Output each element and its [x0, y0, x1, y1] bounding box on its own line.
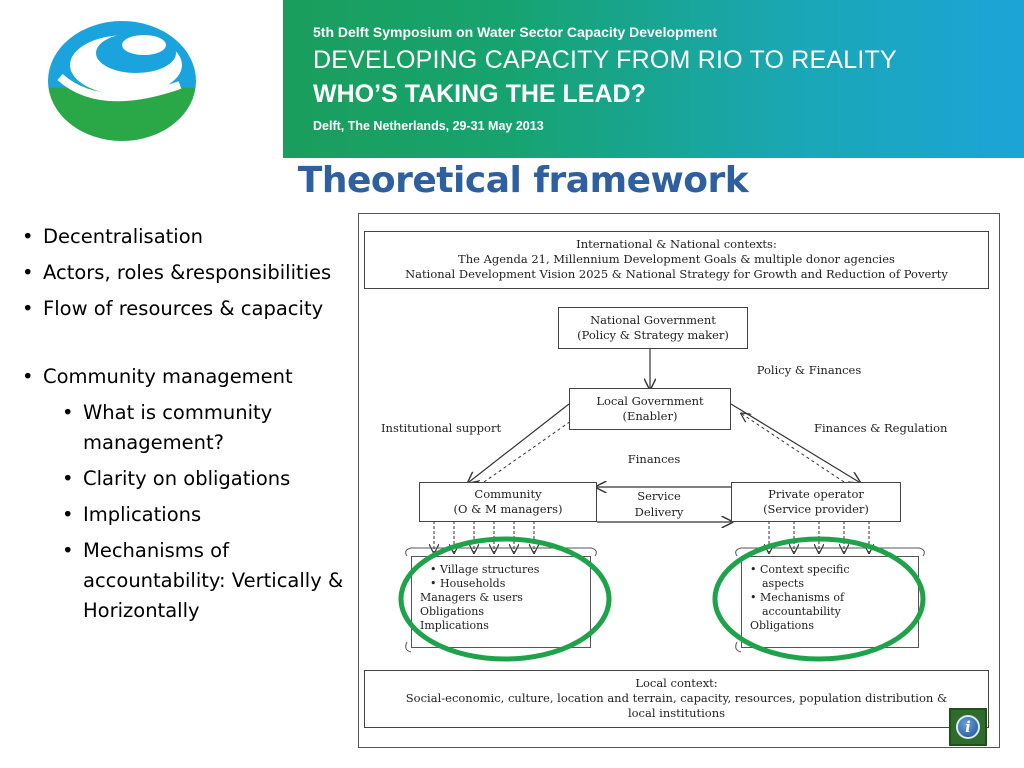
local-context-box: Local context: Social-economic, culture,… — [364, 670, 989, 728]
service-delivery-label: Service Delivery — [634, 489, 684, 519]
sub-bullet-item: Clarity on obligations — [22, 464, 357, 494]
bullet-item: Decentralisation — [22, 222, 357, 252]
banner-headline: DEVELOPING CAPACITY FROM RIO TO REALITY — [313, 46, 897, 74]
private-obligations-scroll: • Context specific aspects • Mechanisms … — [741, 556, 919, 648]
community-obligations-scroll: • Village structures • Households Manage… — [411, 556, 591, 648]
international-national-context-box: International & National contexts: The A… — [364, 231, 989, 289]
bullet-item: Flow of resources & capacity — [22, 294, 357, 324]
bullet-list: Decentralisation Actors, roles &responsi… — [22, 222, 357, 632]
sub-bullet-item: What is community management? — [22, 398, 357, 458]
finances-regulation-label: Finances & Regulation — [814, 421, 948, 435]
finances-label: Finances — [627, 452, 681, 466]
symposium-banner: 5th Delft Symposium on Water Sector Capa… — [283, 0, 1024, 158]
local-government-box: Local Government (Enabler) — [569, 388, 731, 430]
framework-diagram: i International & National contexts: The… — [358, 213, 1000, 748]
bullet-item: Community management — [22, 362, 357, 392]
sub-bullet-item: Implications — [22, 500, 357, 530]
info-icon[interactable]: i — [949, 708, 987, 746]
bullet-item: Actors, roles &responsibilities — [22, 258, 357, 288]
community-box: Community (O & M managers) — [419, 482, 597, 522]
banner-question: WHO’S TAKING THE LEAD? — [313, 80, 646, 108]
national-government-box: National Government (Policy & Strategy m… — [558, 307, 748, 349]
institutional-support-label: Institutional support — [381, 421, 502, 435]
sub-bullet-item: Mechanisms of accountability: Vertically… — [22, 536, 357, 626]
slide-title: Theoretical framework — [297, 160, 749, 201]
banner-location-date: Delft, The Netherlands, 29-31 May 2013 — [313, 119, 544, 133]
symposium-logo — [40, 15, 200, 145]
policy-finances-label: Policy & Finances — [756, 363, 862, 377]
banner-subtitle: 5th Delft Symposium on Water Sector Capa… — [313, 24, 718, 40]
private-operator-box: Private operator (Service provider) — [731, 482, 901, 522]
